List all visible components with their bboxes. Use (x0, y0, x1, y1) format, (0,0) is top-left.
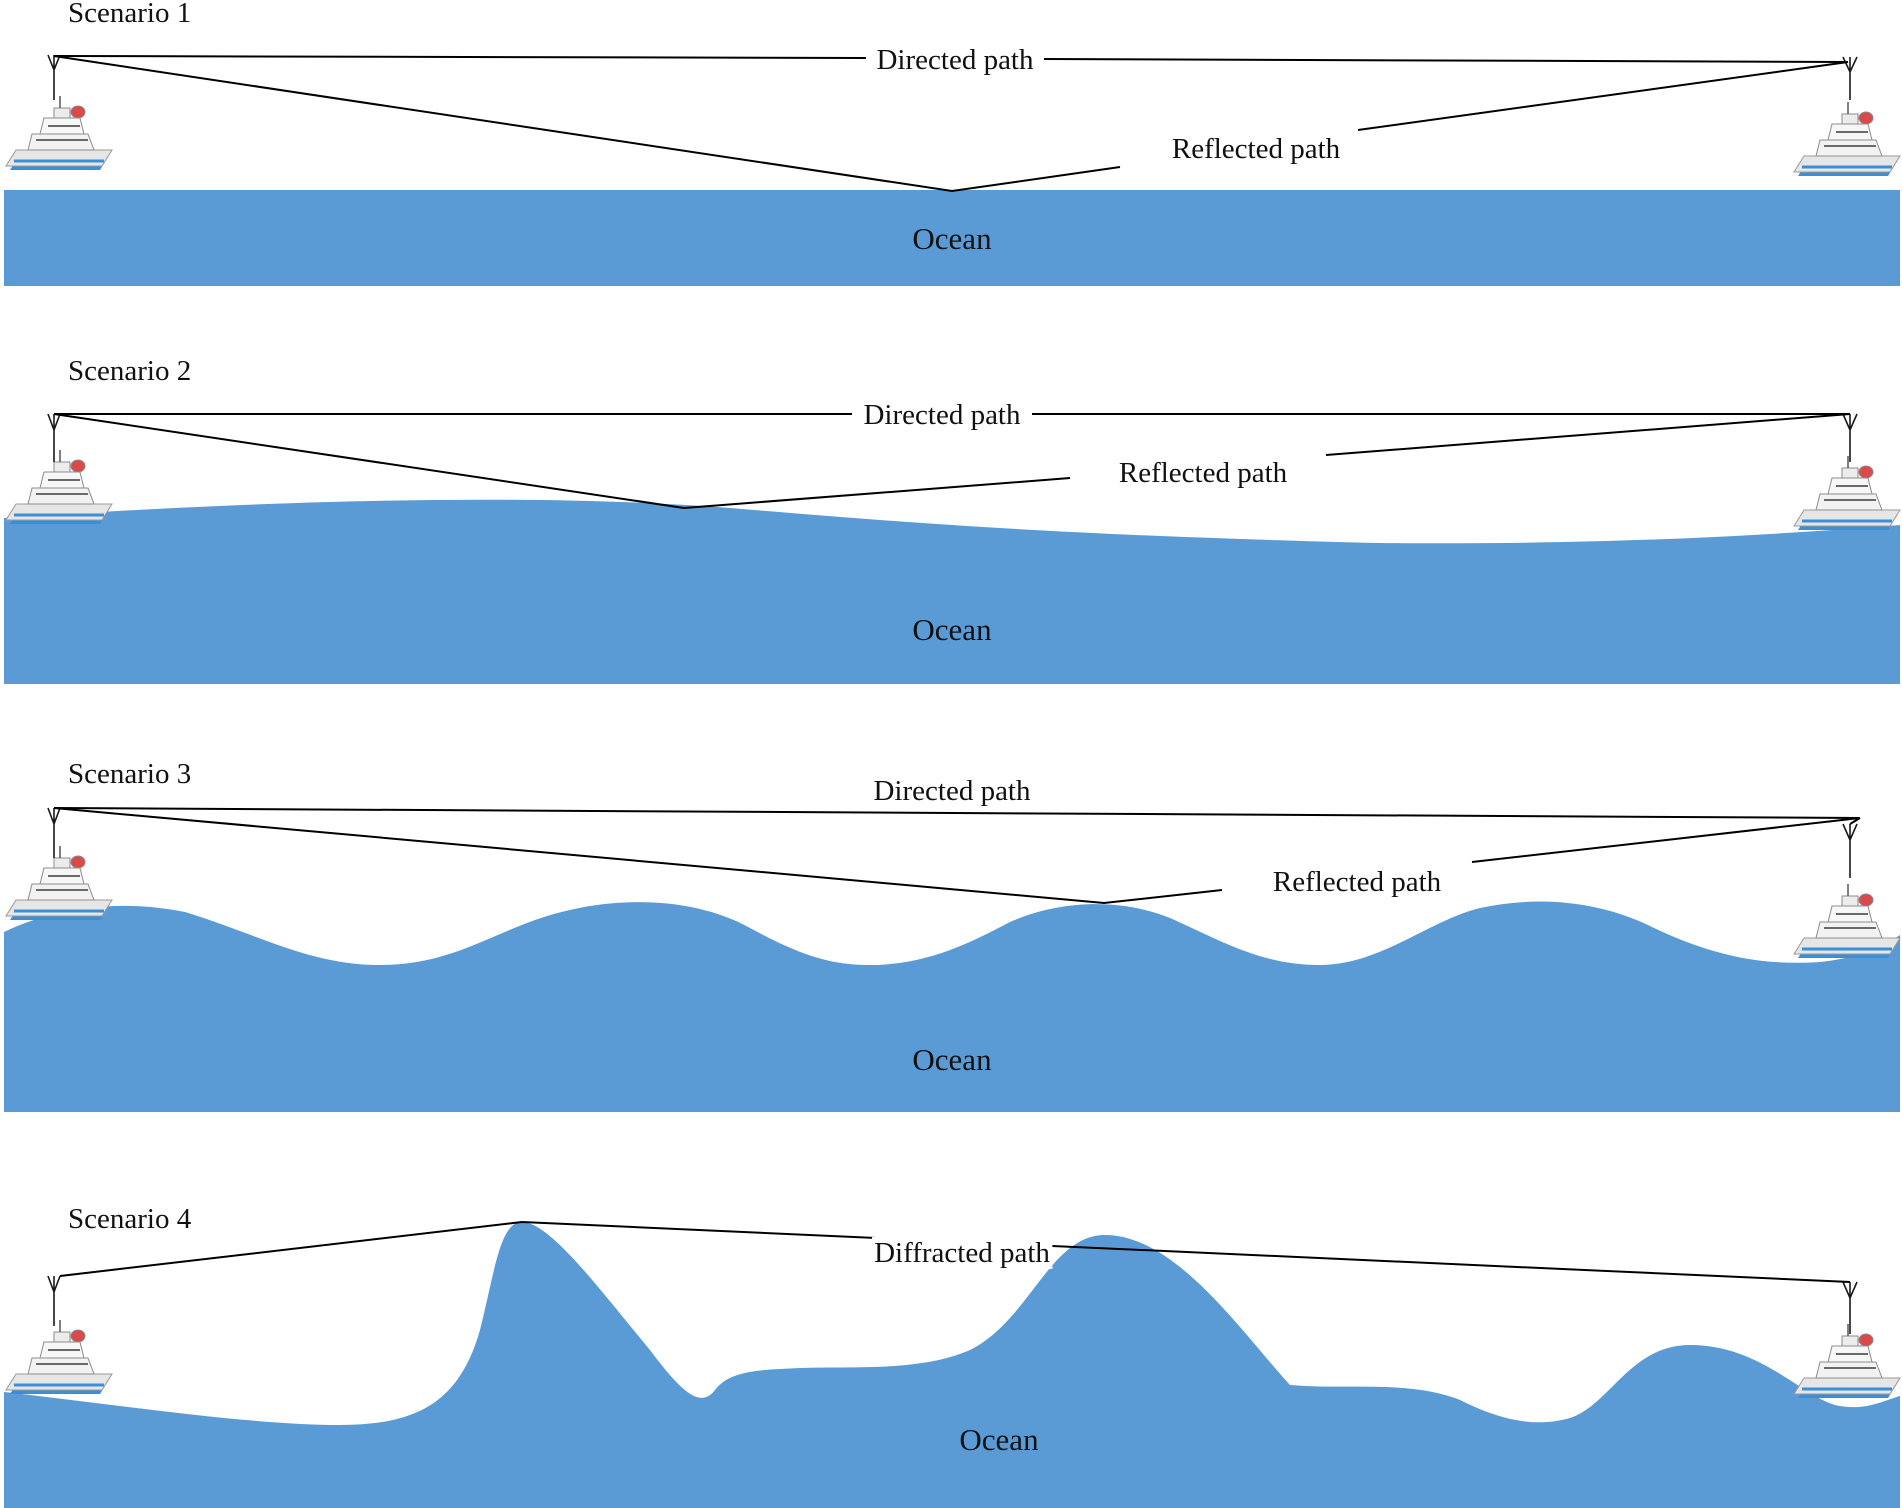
scenario-3-directed-path-label: Directed path (873, 775, 1031, 807)
label-backdrop (861, 399, 1023, 431)
label-backdrop (1169, 133, 1343, 165)
label-backdrop (874, 44, 1036, 76)
label-backdrop (66, 0, 194, 29)
scenario-3-rx-ship-icon (1792, 882, 1902, 960)
scenario-1-tx-antenna-icon (47, 54, 61, 100)
scenario-1-directed-ray-left (53, 55, 867, 59)
scenario-1-reflected-ray-return (1357, 61, 1849, 131)
scenario-1-ocean (4, 190, 1900, 286)
label-backdrop (66, 758, 194, 790)
scenario-3-reflected-ray-incident (53, 807, 1223, 905)
scenario-2-directed-path-label: Directed path (863, 399, 1021, 431)
scenario-1-rx-ship-icon (1792, 100, 1902, 178)
scenario-1-reflected-path-label: Reflected path (1172, 133, 1341, 165)
scenario-3: Scenario 3 Ocean Directed path Reflected… (4, 758, 1902, 1112)
scenario-4-diffracted-path-label: Diffracted path (874, 1237, 1050, 1269)
scenario-3-ocean (4, 901, 1900, 1112)
label-backdrop (66, 355, 194, 387)
scenario-3-ocean-label: Ocean (912, 1042, 992, 1077)
scenario-2-reflected-path-label: Reflected path (1119, 457, 1288, 489)
scenario-4-title: Scenario 4 (68, 1203, 192, 1235)
scenario-3-directed-ray (53, 807, 1861, 819)
scenario-1-rx-antenna-icon (1842, 56, 1858, 100)
label-backdrop (66, 1203, 194, 1235)
label-backdrop (1116, 457, 1290, 489)
scenario-4-tx-antenna-icon (47, 1275, 61, 1326)
scenario-2-rx-antenna-icon (1842, 413, 1858, 462)
label-backdrop (872, 1237, 1053, 1269)
scenario-1: Scenario 1 Ocean Directed path Reflected… (4, 0, 1902, 286)
scenario-2: Scenario 2 Ocean Directed path Reflected… (4, 355, 1902, 684)
scenario-4-diffracted-ray (59, 1220, 1851, 1283)
scenario-2-reflected-ray-incident (53, 413, 1071, 510)
label-backdrop (871, 775, 1033, 807)
scenario-3-title: Scenario 3 (68, 758, 191, 790)
scenario-1-reflected-ray-incident (53, 55, 1121, 193)
scenario-1-directed-ray-right (1043, 58, 1849, 63)
label-backdrop (1270, 866, 1444, 898)
scenario-3-rx-antenna-icon (1842, 823, 1858, 878)
scenario-1-title: Scenario 1 (68, 0, 191, 29)
scenario-3-tx-ship-icon (4, 844, 114, 922)
scenario-4-rx-antenna-icon (1842, 1281, 1858, 1334)
scenario-2-ocean-label: Ocean (912, 612, 992, 647)
scenario-2-tx-antenna-icon (47, 413, 61, 462)
scenario-3-reflected-ray-return (1471, 817, 1861, 863)
scenario-4-ocean (4, 1222, 1900, 1508)
scenario-4-rx-ship-icon (1792, 1322, 1902, 1400)
scenario-2-ocean (4, 499, 1900, 684)
scenario-1-tx-ship-icon (4, 94, 114, 172)
scenario-2-title: Scenario 2 (68, 355, 191, 387)
scenario-2-tx-ship-icon (4, 448, 114, 526)
scenario-1-ocean-label: Ocean (912, 221, 992, 256)
scenario-4: Scenario 4 Ocean Diffracted path (4, 1203, 1902, 1508)
scenario-1-directed-path-label: Directed path (876, 44, 1034, 76)
scenario-2-rx-ship-icon (1792, 454, 1902, 532)
scenario-4-tx-ship-icon (4, 1318, 114, 1396)
scenario-3-reflected-path-label: Reflected path (1273, 866, 1442, 898)
scenario-3-tx-antenna-icon (47, 807, 61, 858)
scenario-4-ocean-label: Ocean (959, 1422, 1039, 1457)
scenario-2-reflected-ray-return (1325, 413, 1851, 456)
